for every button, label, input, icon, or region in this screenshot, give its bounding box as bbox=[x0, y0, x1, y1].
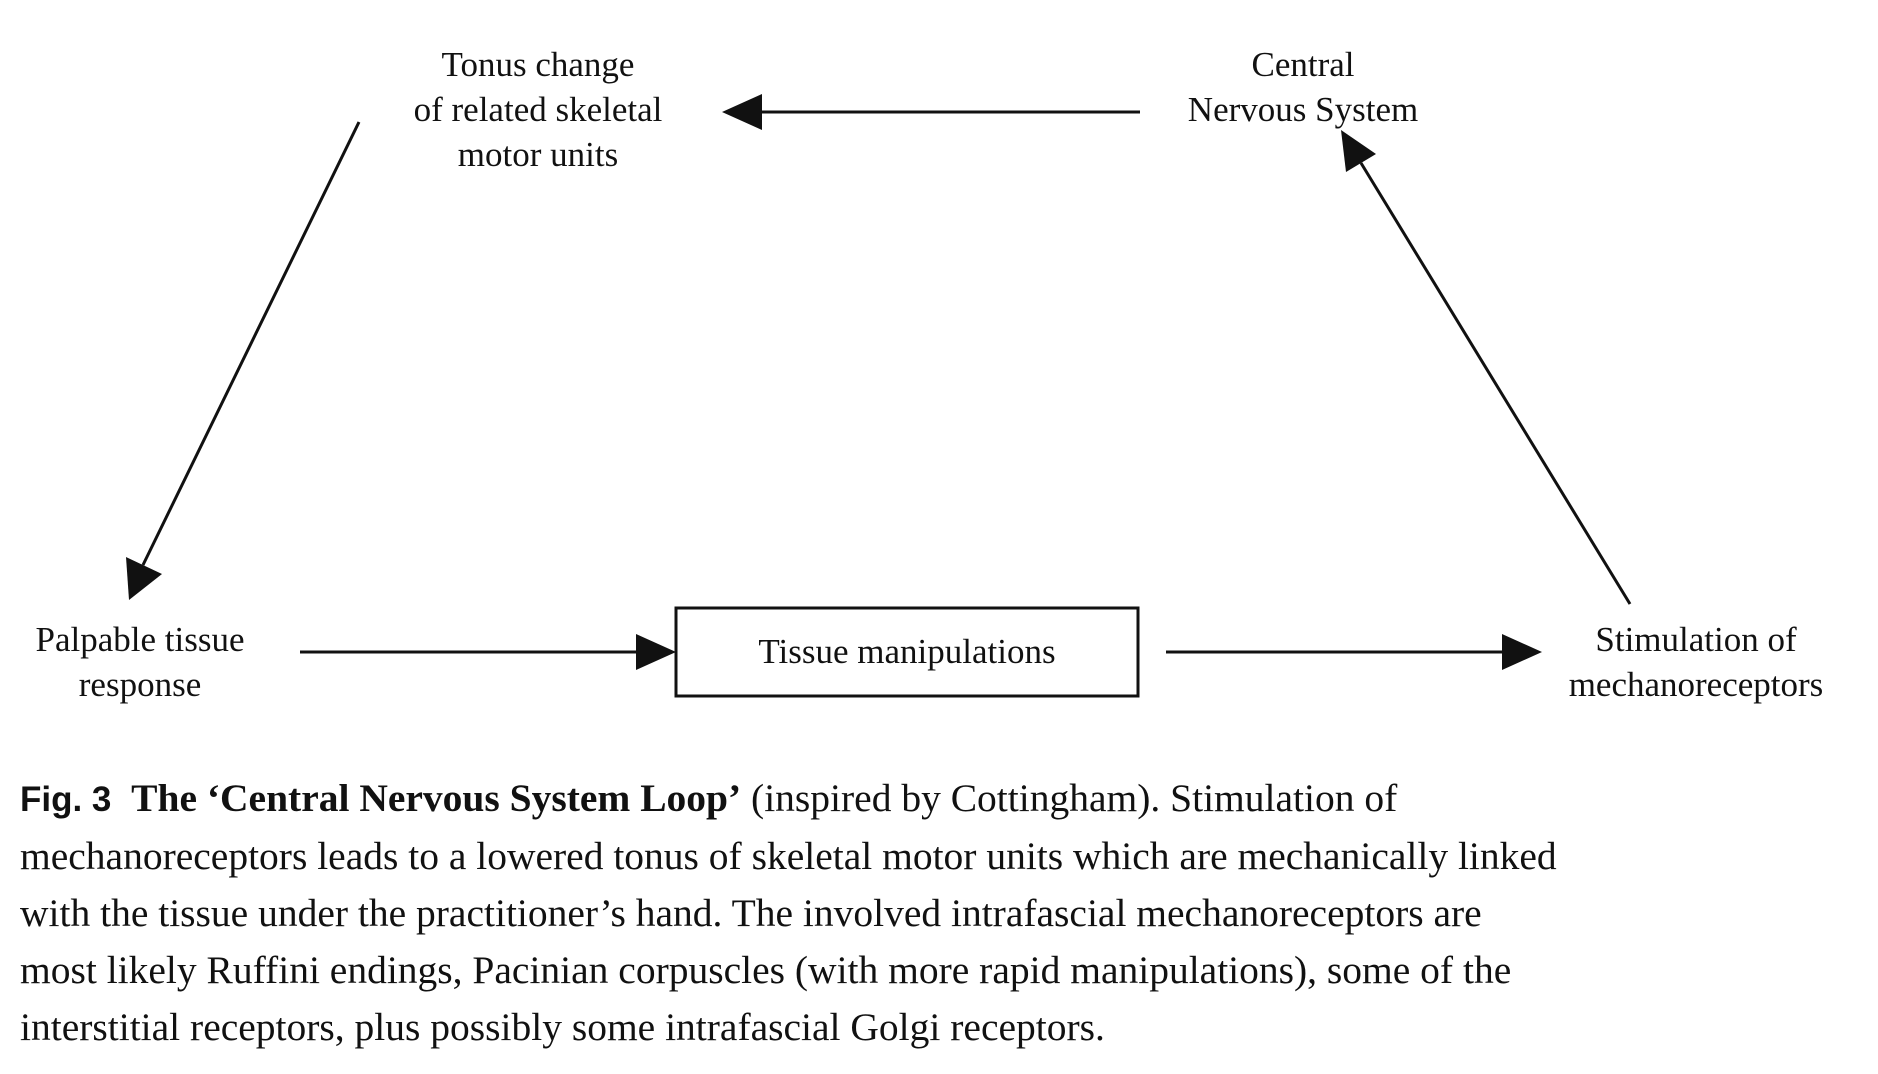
node-line: Nervous System bbox=[1187, 90, 1419, 129]
arrow-stimulation-to-cns bbox=[1341, 130, 1632, 605]
node-line: Palpable tissue bbox=[35, 620, 245, 659]
loop-diagram bbox=[126, 94, 1632, 698]
caption-line: mechanoreceptors leads to a lowered tonu… bbox=[20, 834, 1557, 878]
node-line: motor units bbox=[457, 135, 619, 174]
caption-line: Fig. 3 The ‘Central Nervous System Loop’… bbox=[20, 770, 1870, 828]
node-line: Stimulation of bbox=[1595, 620, 1797, 659]
node-tissue-manipulations: Tissue manipulations bbox=[758, 632, 1056, 671]
node-line: response bbox=[78, 665, 202, 704]
figure-title: The ‘Central Nervous System Loop’ bbox=[131, 776, 742, 820]
arrow-cns-to-tonus bbox=[722, 94, 1140, 130]
arrow-palpable-to-manipulations bbox=[300, 634, 676, 670]
figure-number: Fig. 3 bbox=[20, 780, 112, 819]
node-tonus-change: Tonus change of related skeletal motor u… bbox=[388, 42, 688, 177]
node-central-nervous-system: Central Nervous System bbox=[1158, 42, 1448, 132]
node-palpable-tissue-response: Palpable tissue response bbox=[20, 617, 260, 707]
figure-caption: Fig. 3 The ‘Central Nervous System Loop’… bbox=[20, 770, 1870, 1056]
node-line: Central bbox=[1251, 45, 1355, 84]
node-line: Tonus change bbox=[441, 45, 635, 84]
node-stimulation-of-mechanoreceptors: Stimulation of mechanoreceptors bbox=[1546, 617, 1846, 707]
caption-text: (inspired by Cottingham). Stimulation of bbox=[741, 776, 1398, 820]
node-line: mechanoreceptors bbox=[1568, 665, 1824, 704]
caption-line: interstitial receptors, plus possibly so… bbox=[20, 1005, 1105, 1049]
node-line: of related skeletal bbox=[413, 90, 663, 129]
arrow-manipulations-to-stimulation bbox=[1166, 634, 1542, 670]
arrow-tonus-to-palpable bbox=[126, 121, 361, 600]
caption-line: with the tissue under the practitioner’s… bbox=[20, 891, 1482, 935]
tissue-manipulations-box bbox=[674, 606, 1140, 698]
caption-line: most likely Ruffini endings, Pacinian co… bbox=[20, 948, 1512, 992]
